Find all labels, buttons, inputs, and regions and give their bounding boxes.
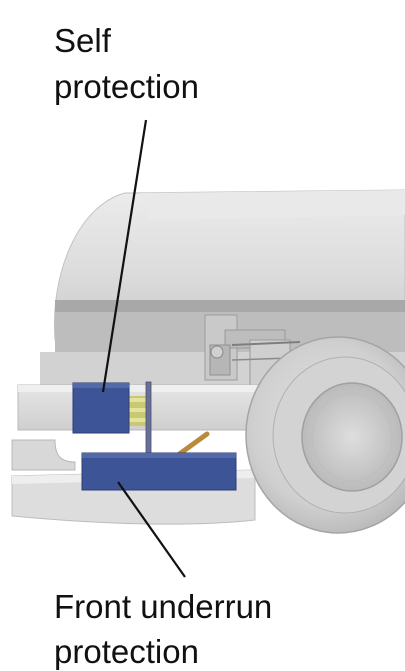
- diagonal-strut: [175, 431, 210, 458]
- self-protection-leader-line: [101, 119, 148, 393]
- front-wheel: [245, 336, 405, 534]
- energy-absorber-spring: [128, 396, 150, 426]
- self-protection-label-line-2: protection: [54, 68, 199, 105]
- front-underrun-protection-label-line-2: protection: [54, 633, 199, 670]
- front-underrun-protection-bar: [81, 452, 237, 491]
- front-underrun-protection-label-line-1: Front underrun: [54, 588, 273, 625]
- self-protection-block: [72, 382, 130, 434]
- self-protection-label-line-1: Self: [54, 22, 111, 59]
- underrun-protection-leader-line: [117, 481, 186, 578]
